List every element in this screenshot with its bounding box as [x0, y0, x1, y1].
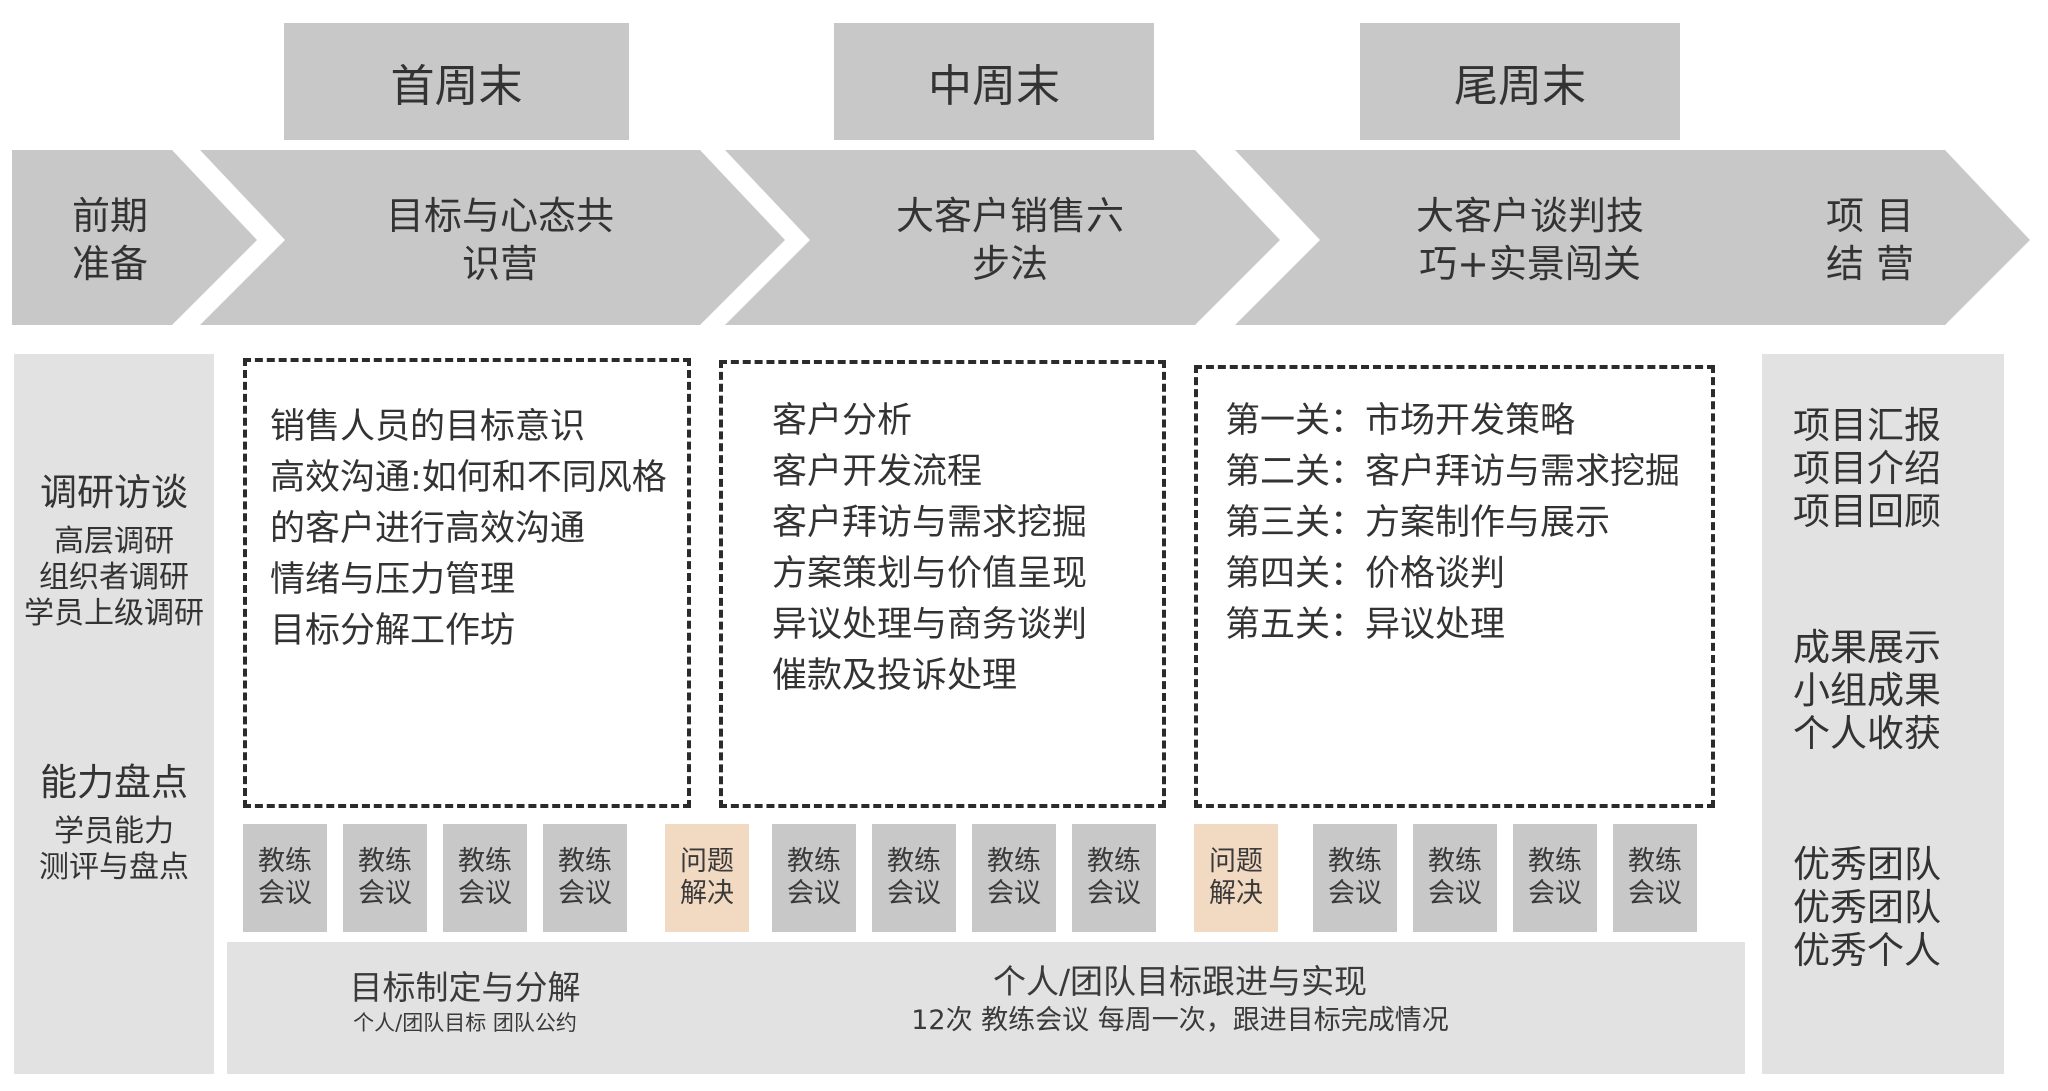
report-block: 项目汇报项目介绍项目回顾 [1793, 404, 1941, 533]
phase-arrow-last [1235, 150, 1830, 325]
weekend-label-middle: 中周末 [834, 23, 1154, 140]
phase-arrow-close [1730, 150, 2030, 325]
awards-block: 优秀团队优秀团队优秀个人 [1793, 843, 1941, 972]
ability-title: 能力盘点 [40, 761, 188, 804]
phase-label-close: 项 目结 营 [1825, 194, 1915, 286]
list-item: 的客户进行高效沟通 [270, 509, 586, 549]
list-item: 第四关：价格谈判 [1225, 554, 1506, 594]
content-list-last: 第一关：市场开发策略 第二关：客户拜访与需求挖掘 第三关：方案制作与展示 第四关… [1225, 396, 1680, 651]
problem-solving-chip: 问题解决 [665, 824, 749, 932]
coach-meeting-chip: 教练会议 [343, 824, 427, 932]
left-prep-panel: 调研访谈 高层调研 组织者调研 学员上级调研 能力盘点 学员能力 测评与盘点 [14, 354, 214, 1074]
coach-meeting-chip: 教练会议 [972, 824, 1056, 932]
weekend-label-last: 尾周末 [1360, 23, 1680, 140]
list-item: 第五关：异议处理 [1225, 605, 1506, 645]
content-list-first: 销售人员的目标意识 高效沟通:如何和不同风格 的客户进行高效沟通 情绪与压力管理… [270, 402, 667, 657]
list-item: 情绪与压力管理 [270, 560, 516, 600]
list-item: 方案策划与价值呈现 [772, 554, 1088, 594]
phase-label-first: 目标与心态共识营 [385, 194, 614, 286]
list-item: 第一关：市场开发策略 [1225, 401, 1576, 441]
content-box-last [1194, 365, 1715, 808]
research-item: 学员上级调研 [24, 596, 204, 631]
research-title: 调研访谈 [40, 471, 188, 514]
content-box-middle [719, 360, 1166, 808]
content-box-first [243, 358, 691, 808]
coach-meeting-chip: 教练会议 [872, 824, 956, 932]
right-close-panel [1762, 354, 2004, 1074]
goal-setting-title: 目标制定与分解 [349, 968, 581, 1007]
ability-item: 测评与盘点 [39, 850, 189, 885]
coach-meeting-chip: 教练会议 [443, 824, 527, 932]
phase-label-middle: 大客户销售六步法 [895, 194, 1124, 286]
list-item: 第三关：方案制作与展示 [1225, 503, 1611, 543]
coach-meeting-chip: 教练会议 [772, 824, 856, 932]
coach-meeting-chip: 教练会议 [1313, 824, 1397, 932]
content-list-middle: 客户分析 客户开发流程 客户拜访与需求挖掘 方案策划与价值呈现 异议处理与商务谈… [772, 396, 1087, 702]
list-item: 第二关：客户拜访与需求挖掘 [1225, 452, 1681, 492]
coach-meeting-chip: 教练会议 [543, 824, 627, 932]
phase-label-last: 大客户谈判技巧+实景闯关 [1415, 194, 1644, 286]
list-item: 客户开发流程 [772, 452, 983, 492]
research-item: 高层调研 [54, 524, 174, 559]
list-item: 异议处理与商务谈判 [772, 605, 1088, 645]
goal-tracking-sub: 12次 教练会议 每周一次，跟进目标完成情况 [911, 1005, 1449, 1036]
phase-arrow-prep [12, 150, 257, 325]
bottom-tracking-band [227, 942, 1745, 1074]
results-block: 成果展示小组成果个人收获 [1793, 626, 1941, 755]
phase-arrow-first [200, 150, 785, 325]
research-item: 组织者调研 [39, 560, 189, 595]
list-item: 高效沟通:如何和不同风格 [270, 458, 667, 498]
phase-arrow-band [12, 150, 2030, 325]
goal-setting-sub: 个人/团队目标 团队公约 [353, 1011, 577, 1035]
phase-label-prep: 前期准备 [71, 194, 148, 286]
list-item: 客户分析 [772, 401, 913, 441]
list-item: 客户拜访与需求挖掘 [772, 503, 1088, 543]
coach-meeting-chip: 教练会议 [1072, 824, 1156, 932]
coach-meeting-chip: 教练会议 [1613, 824, 1697, 932]
weekend-label-first: 首周末 [284, 23, 629, 140]
ability-item: 学员能力 [54, 814, 174, 849]
coach-meeting-chip: 教练会议 [1513, 824, 1597, 932]
goal-tracking-title: 个人/团队目标跟进与实现 [992, 962, 1368, 1001]
list-item: 目标分解工作坊 [270, 611, 516, 651]
problem-solving-chip: 问题解决 [1194, 824, 1278, 932]
coach-meeting-chip: 教练会议 [243, 824, 327, 932]
list-item: 催款及投诉处理 [772, 656, 1018, 696]
list-item: 销售人员的目标意识 [270, 407, 586, 447]
phase-arrow-middle [725, 150, 1280, 325]
coach-meeting-chip: 教练会议 [1413, 824, 1497, 932]
